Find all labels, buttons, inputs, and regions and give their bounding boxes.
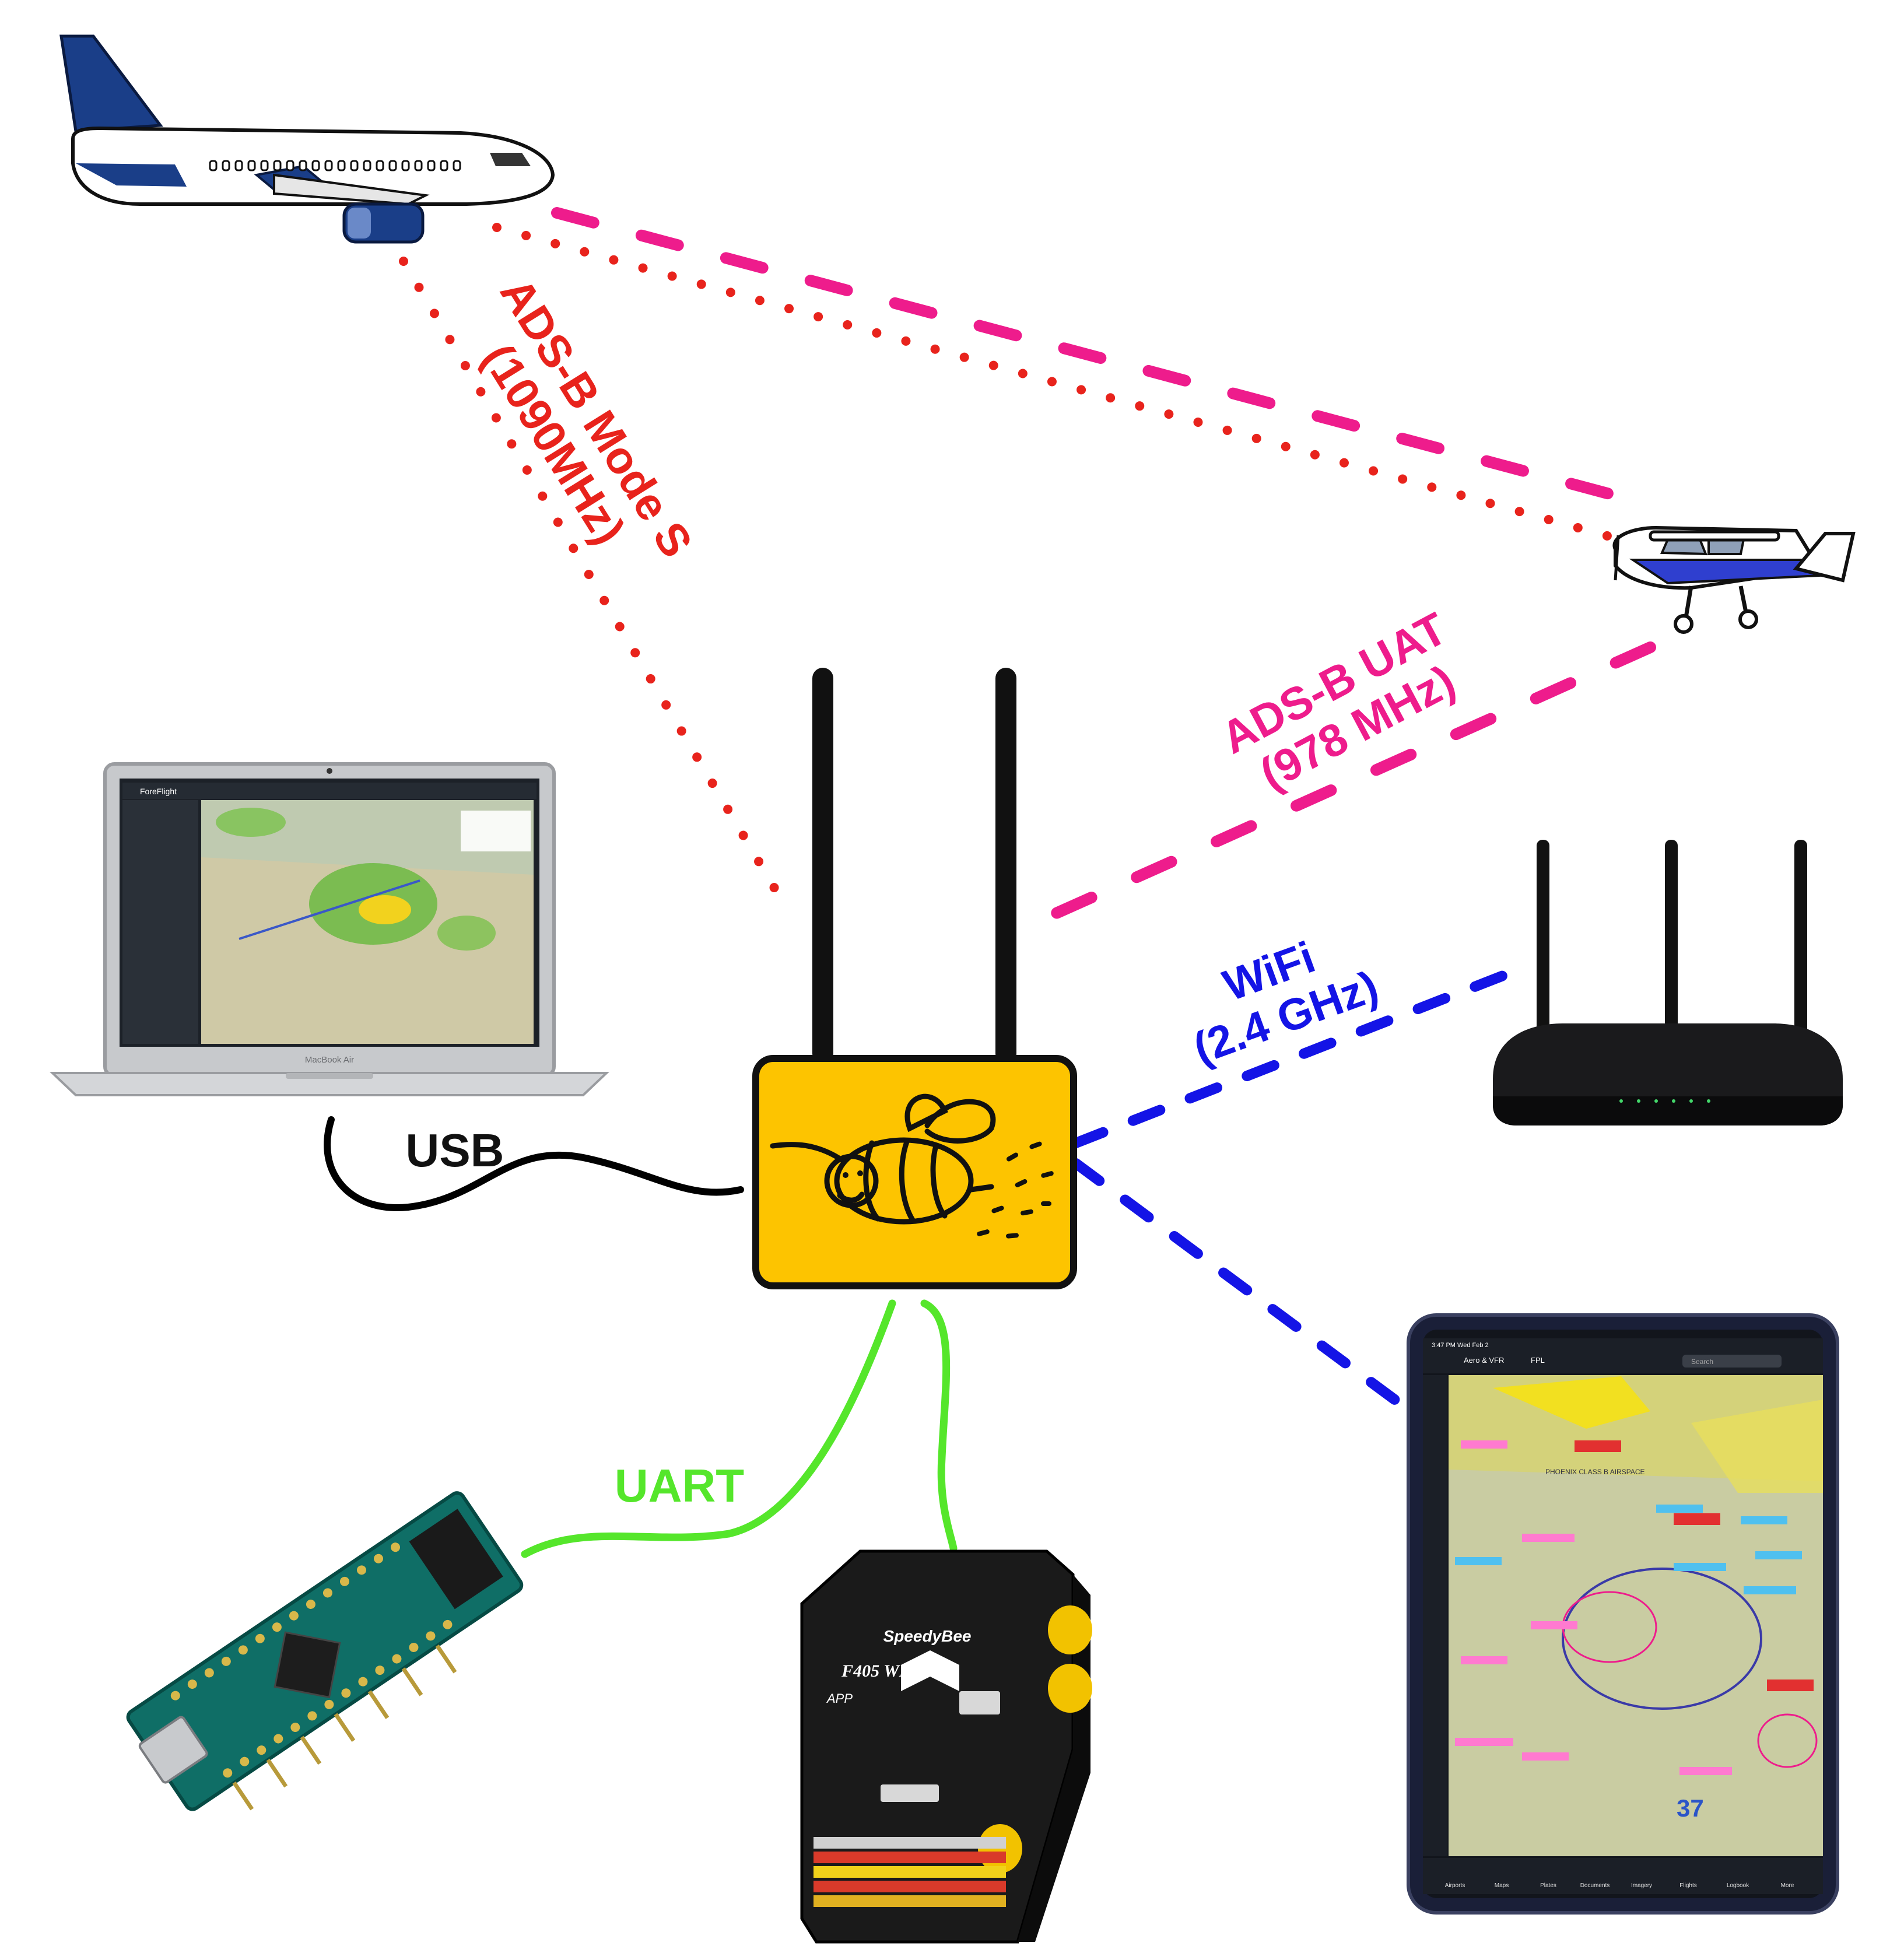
uat-link-cessna-to-receiver [1032,641,1656,927]
tablet-fpl: FPL [1531,1356,1545,1365]
wifi-link-to-tablet [1071,1158,1408,1411]
tab-documents[interactable]: Documents [1580,1882,1610,1889]
tablet-runway-number: 37 [1677,1794,1704,1822]
tab-airports[interactable]: Airports [1445,1882,1465,1889]
mode-s-link-to-receiver [399,257,792,914]
tablet-icon: 3:47 PM Wed Feb 2 Aero & VFR FPL Search … [1407,1313,1839,1915]
uat-link-airliner-to-cessna [551,207,1633,504]
wifi-link-to-router [1071,969,1513,1148]
tablet-class-b-label: PHOENIX CLASS B AIRSPACE [1545,1468,1645,1476]
tab-plates[interactable]: Plates [1540,1882,1556,1889]
usb-label: USB [406,1124,504,1176]
left-antenna [812,668,833,1064]
laptop-app-name: ForeFlight [140,787,177,796]
laptop-brand: MacBook Air [305,1055,354,1065]
right-antenna [995,668,1016,1064]
tablet-tab-bar: Airports Maps Plates Documents Imagery F… [1445,1882,1794,1889]
uart-label: UART [615,1460,744,1512]
flight-controller-icon: SpeedyBee F405 WING APP [800,1549,1092,1944]
mode-s-link-to-cessna [492,223,1614,541]
tab-imagery[interactable]: Imagery [1631,1882,1652,1889]
arduino-icon [126,1491,524,1811]
laptop-app-header [122,783,537,799]
tablet-map-mode: Aero & VFR [1464,1356,1504,1365]
cessna-icon [1612,525,1856,634]
fc-sub: APP [826,1691,853,1706]
tablet-time: 3:47 PM Wed Feb 2 [1432,1342,1489,1349]
tab-maps[interactable]: Maps [1495,1882,1509,1889]
uat-label: ADS-B UAT (978 MHz) [1213,602,1463,800]
tablet-search-placeholder: Search [1691,1358,1713,1366]
laptop-icon: ForeFlight MacBook Air [49,762,610,1096]
airliner-icon [59,34,555,244]
uart-cable-flight-controller [920,1299,958,1552]
tablet-search-field [1682,1355,1782,1368]
tab-more[interactable]: More [1781,1882,1794,1889]
fc-brand: SpeedyBee [883,1627,972,1645]
router-icon [1493,840,1843,1125]
tab-flights[interactable]: Flights [1679,1882,1696,1889]
wifi-label: WiFi (2.4 GHz) [1187,932,1385,1074]
tab-logbook[interactable]: Logbook [1727,1882,1749,1889]
bee-receiver-icon [752,668,1077,1289]
uart-cable-arduino [521,1299,896,1558]
fc-model: F405 WING [841,1661,931,1681]
usb-cable [324,1116,744,1211]
mode-s-label: ADS-B Mode S (1090MHz) [472,269,702,566]
